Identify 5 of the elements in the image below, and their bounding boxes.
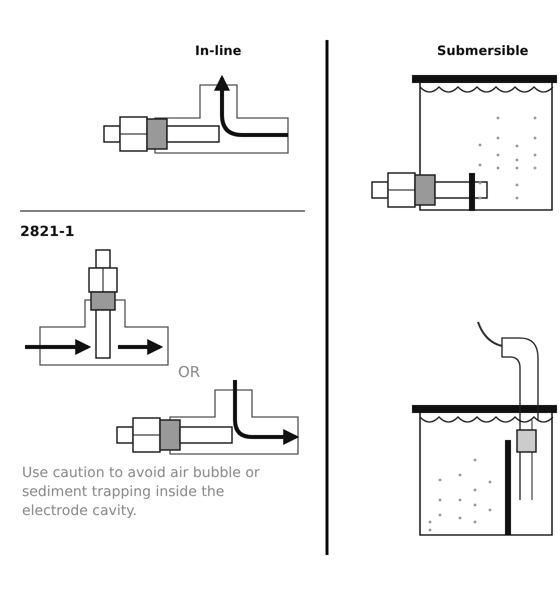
section-heading: Submersible (437, 44, 528, 59)
section-heading: In-line (195, 44, 242, 59)
model-number: 2821-1 (20, 224, 75, 240)
alternative-label: OR (178, 363, 200, 381)
caution-note: Use caution to avoid air bubble or sediment trapping inside the electrode cavity. (22, 464, 261, 521)
